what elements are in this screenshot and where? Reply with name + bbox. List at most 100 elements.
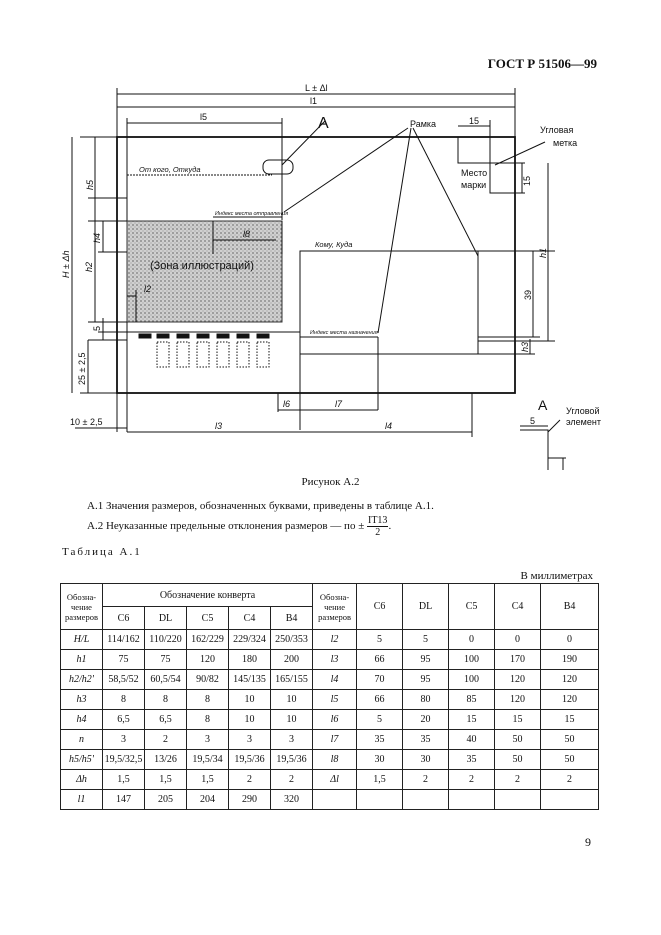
table-cell: 75 [102,649,145,670]
table-cell: l4 [312,669,358,690]
table-cell: 120 [540,689,600,710]
table-cell: 40 [448,729,496,750]
table-cell: l7 [312,729,358,750]
table-cell: 290 [228,789,271,810]
table-cell: 120 [494,669,542,690]
dimensions-table: Обозна-чение размеров Обозначение конвер… [60,583,600,810]
table-cell: 13/26 [144,749,187,770]
table-cell: 66 [356,689,404,710]
table-cell: h1 [60,649,103,670]
table-cell [312,789,358,810]
table-cell: h2/h2' [60,669,103,690]
label-h4: h4 [92,233,102,243]
label-15-right: 15 [522,176,532,186]
label-mesto: Место [461,168,487,178]
note-a2: А.2 Неуказанные предельные отклонения ра… [87,515,392,538]
table-cell: 2 [144,729,187,750]
table-cell: 50 [540,749,600,770]
label-ugl-el2: элемент [566,417,601,427]
table-cell: 30 [356,749,404,770]
label-zona: (Зона иллюстраций) [150,260,254,272]
table-cell: 3 [186,729,229,750]
table-cell: 8 [186,709,229,730]
table-cell: 0 [494,629,542,650]
table-cell: 8 [102,689,145,710]
label-5-left: 5 [92,326,102,331]
label-l2: l2 [144,284,151,294]
table-cell: l1 [60,789,103,810]
table-cell: 320 [269,789,314,810]
table-cell: 180 [228,649,271,670]
callout-a-slot [262,159,294,175]
label-e5a: 5 [530,416,535,426]
table-unit: В миллиметрах [520,570,593,582]
label-l8: l8 [243,229,250,239]
table-cell: 19,5/36 [228,749,271,770]
note-a1: А.1 Значения размеров, обозначенных букв… [87,500,434,512]
table-cell: h5/h5' [60,749,103,770]
table-cell: 19,5/34 [186,749,229,770]
table-cell: 2 [269,769,314,790]
label-l1: l1 [310,96,317,106]
label-callout-a: A [318,115,329,132]
table-cell: 58,5/52 [102,669,145,690]
table-cell: 1,5 [144,769,187,790]
table-cell: 35 [356,729,404,750]
label-h1: h1 [538,248,548,258]
table-cell: 100 [448,649,496,670]
table-cell: 15 [448,709,496,730]
illustration-zone [126,220,283,323]
label-25: 25 ± 2,5 [77,353,87,385]
label-10: 10 ± 2,5 [70,417,102,427]
table-cell: 10 [269,689,314,710]
label-h3: h3 [520,342,530,352]
table-cell [402,789,450,810]
table-cell: 114/162 [102,629,145,650]
table-cell: 10 [228,689,271,710]
table-cell: l6 [312,709,358,730]
table-cell: 75 [144,649,187,670]
label-idx-sender: Индекс места отправления [215,211,288,217]
table-cell: 6,5 [144,709,187,730]
right-header: Обозна-чение размеров [312,583,358,630]
table-cell: 100 [448,669,496,690]
table-cell: 60,5/54 [144,669,187,690]
table-cell: 1,5 [186,769,229,790]
label-h2: h2 [84,262,94,272]
table-cell: 10 [269,709,314,730]
table-cell: 0 [448,629,496,650]
table-cell [356,789,404,810]
note-a2-text: А.2 Неуказанные предельные отклонения ра… [87,520,365,533]
table-cell: 2 [494,769,542,790]
table-cell: 20 [402,709,450,730]
label-h5: h5 [85,179,95,190]
table-cell: 204 [186,789,229,810]
table-cell: 50 [494,729,542,750]
table-cell: 85 [448,689,496,710]
table-cell: 165/155 [269,669,314,690]
table-cell: l5 [312,689,358,710]
table-cell: 6,5 [102,709,145,730]
table-cell: 229/324 [228,629,271,650]
postal-code-marks [138,333,270,368]
label-39: 39 [523,290,533,300]
recipient-area [299,250,479,355]
table-cell: 35 [448,749,496,770]
label-l4: l4 [385,421,392,431]
table-cell: 80 [402,689,450,710]
label-metka: метка [553,138,577,148]
table-cell: 5 [356,629,404,650]
label-ugl-el1: Угловой [566,406,599,416]
envelope-diagram: L ± Δl l1 l5 15 A Рамка Угловая метка Ме… [61,83,601,470]
table-cell: 5 [356,709,404,730]
table-cell: n [60,729,103,750]
page-number: 9 [585,835,591,849]
label-A-right: A [538,397,548,413]
table-cell: 70 [356,669,404,690]
table-cell: h4 [60,709,103,730]
